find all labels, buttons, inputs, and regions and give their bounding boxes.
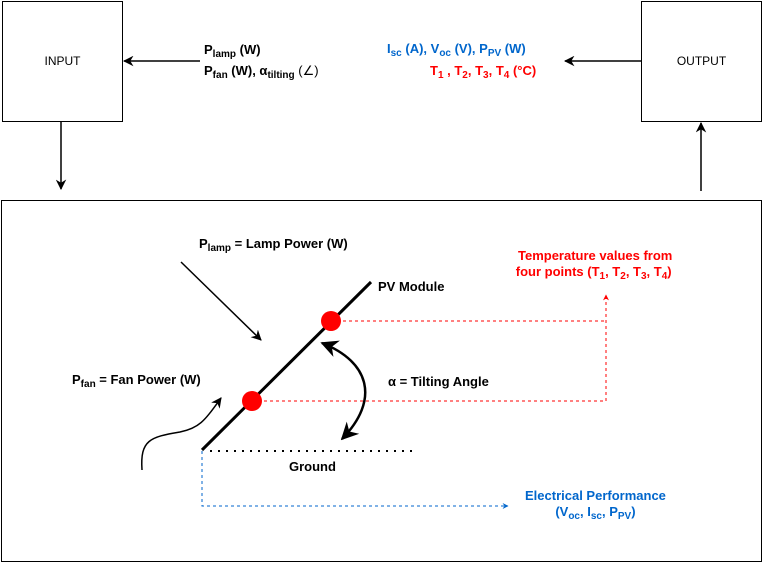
fan-arrow [141, 397, 222, 471]
temperature-values-label: Temperature values from four points (T1,… [515, 248, 673, 282]
electrical-params-line: (VOC, ISC, PPV) [525, 504, 666, 522]
input-signal-fan-tilt: Pfan (W), αtilting (∠) [204, 63, 319, 81]
subscript: oc [439, 48, 451, 59]
subscript: 3 [640, 271, 647, 282]
output-box-label: OUTPUT [676, 54, 727, 68]
unit: (∠) [294, 63, 319, 78]
subscript: 2 [462, 70, 468, 81]
subscript: sc [390, 48, 402, 59]
text: (°C) [509, 63, 537, 78]
subscript: 2 [620, 271, 626, 282]
text: four points (T [515, 264, 600, 279]
symbol: P [199, 236, 208, 251]
text: T [430, 63, 438, 78]
symbol: P [72, 372, 81, 387]
output-signal-electrical: Isc (A), Voc (V), PPV (W) [387, 41, 526, 59]
lamp-power-label: Plamp = Lamp Power (W) [199, 236, 348, 254]
electrical-line [201, 451, 509, 509]
text: (V [555, 504, 569, 519]
subscript: lamp [212, 49, 237, 60]
temp-line-bottom [252, 294, 609, 402]
subscript: PV [617, 511, 632, 522]
text: = Fan Power (W) [95, 372, 201, 387]
subscript: SC [590, 511, 602, 522]
lamp-arrow [180, 261, 262, 341]
tilt-angle-label: α = Tilting Angle [388, 374, 489, 389]
pv-module-label: PV Module [378, 279, 445, 294]
text: ) [631, 504, 636, 519]
text: , T [443, 63, 463, 78]
temperature-sensor-dot [321, 311, 341, 331]
subscript: fan [80, 379, 96, 390]
output-signal-temperature: T1 , T2, T3, T4 (°C) [430, 63, 537, 81]
subscript: 3 [483, 70, 489, 81]
text: , T [467, 63, 484, 78]
unit: (W), α [227, 63, 268, 78]
text: , P [601, 504, 618, 519]
text: = Lamp Power (W) [231, 236, 348, 251]
unit: (W) [236, 42, 261, 57]
fan-power-label: Pfan = Fan Power (W) [72, 372, 201, 390]
symbol: P [204, 42, 213, 57]
text: (W) [501, 41, 526, 56]
subscript: 1 [437, 70, 444, 81]
subscript: lamp [207, 243, 232, 254]
tilt-angle-arc [320, 340, 367, 441]
temperature-points-line: four points (T1, T2, T3, T4) [515, 264, 672, 282]
subscript: fan [212, 70, 228, 81]
text: , T [605, 264, 621, 279]
subscript: tilting [267, 70, 295, 81]
pv-module-line [200, 280, 373, 452]
temperature-sensor-dot [242, 391, 262, 411]
output-box: OUTPUT [641, 1, 762, 122]
text: , I [580, 504, 591, 519]
text: (V), P [450, 41, 488, 56]
ground-label: Ground [289, 459, 336, 474]
text: , T [625, 264, 641, 279]
text: , T [646, 264, 662, 279]
input-box-label: INPUT [44, 54, 81, 68]
text: ) [667, 264, 672, 279]
text: Temperature values from [518, 248, 673, 263]
text: Electrical Performance [525, 488, 666, 503]
subscript: 4 [503, 70, 510, 81]
text: , T [488, 63, 504, 78]
electrical-performance-label: Electrical Performance (VOC, ISC, PPV) [525, 488, 666, 522]
subscript: PV [487, 48, 502, 59]
subscript: 1 [599, 271, 606, 282]
subscript: OC [568, 511, 580, 522]
text: (A), V [401, 41, 440, 56]
symbol: I [387, 41, 391, 56]
input-box: INPUT [2, 1, 123, 122]
subscript: 4 [661, 271, 668, 282]
input-signal-lamp: Plamp (W) [204, 42, 261, 60]
symbol: P [204, 63, 213, 78]
